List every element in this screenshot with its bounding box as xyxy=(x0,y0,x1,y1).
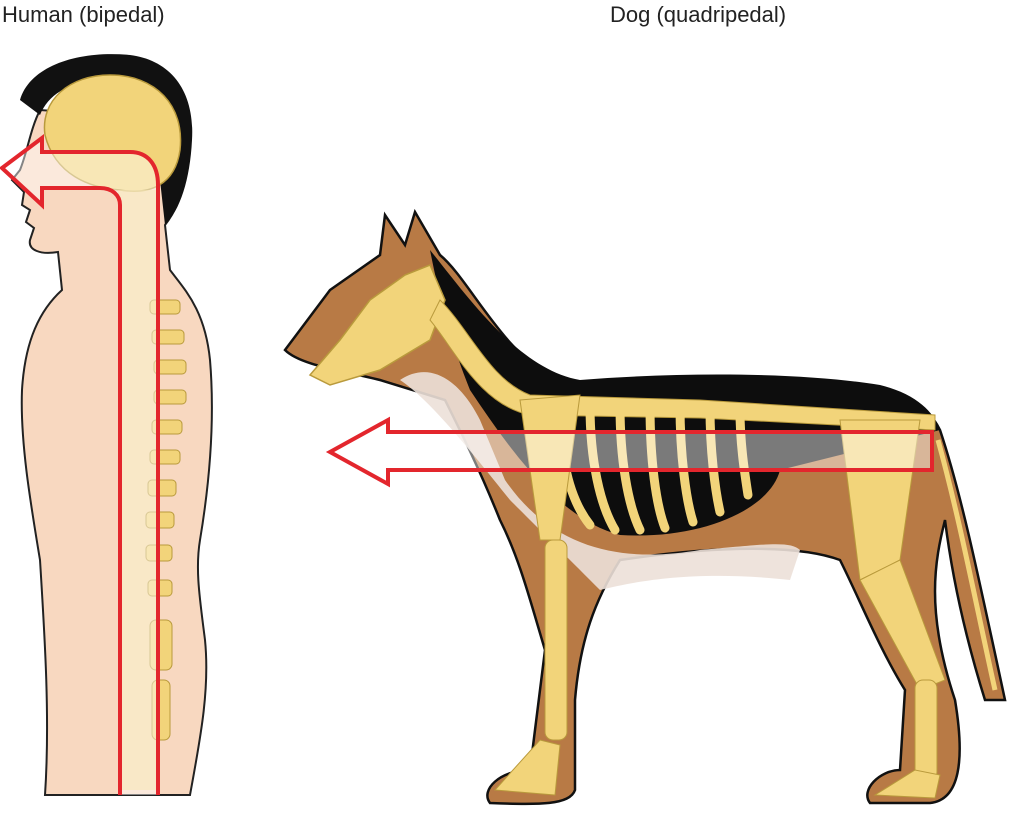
dog-skull xyxy=(308,264,446,386)
dog-quadripedal-label: Dog (quadripedal) xyxy=(610,2,787,27)
human-body xyxy=(10,108,213,796)
dog-cns-arrow xyxy=(325,416,934,488)
dog-belly-neck xyxy=(400,372,800,590)
human-bipedal-label: Human (bipedal) xyxy=(2,2,165,27)
human-brain xyxy=(43,74,182,192)
human-cns-arrow xyxy=(0,134,160,795)
dog-figure xyxy=(283,208,1007,806)
dog-tail-vertebrae xyxy=(935,439,998,691)
human-figure xyxy=(0,54,213,796)
